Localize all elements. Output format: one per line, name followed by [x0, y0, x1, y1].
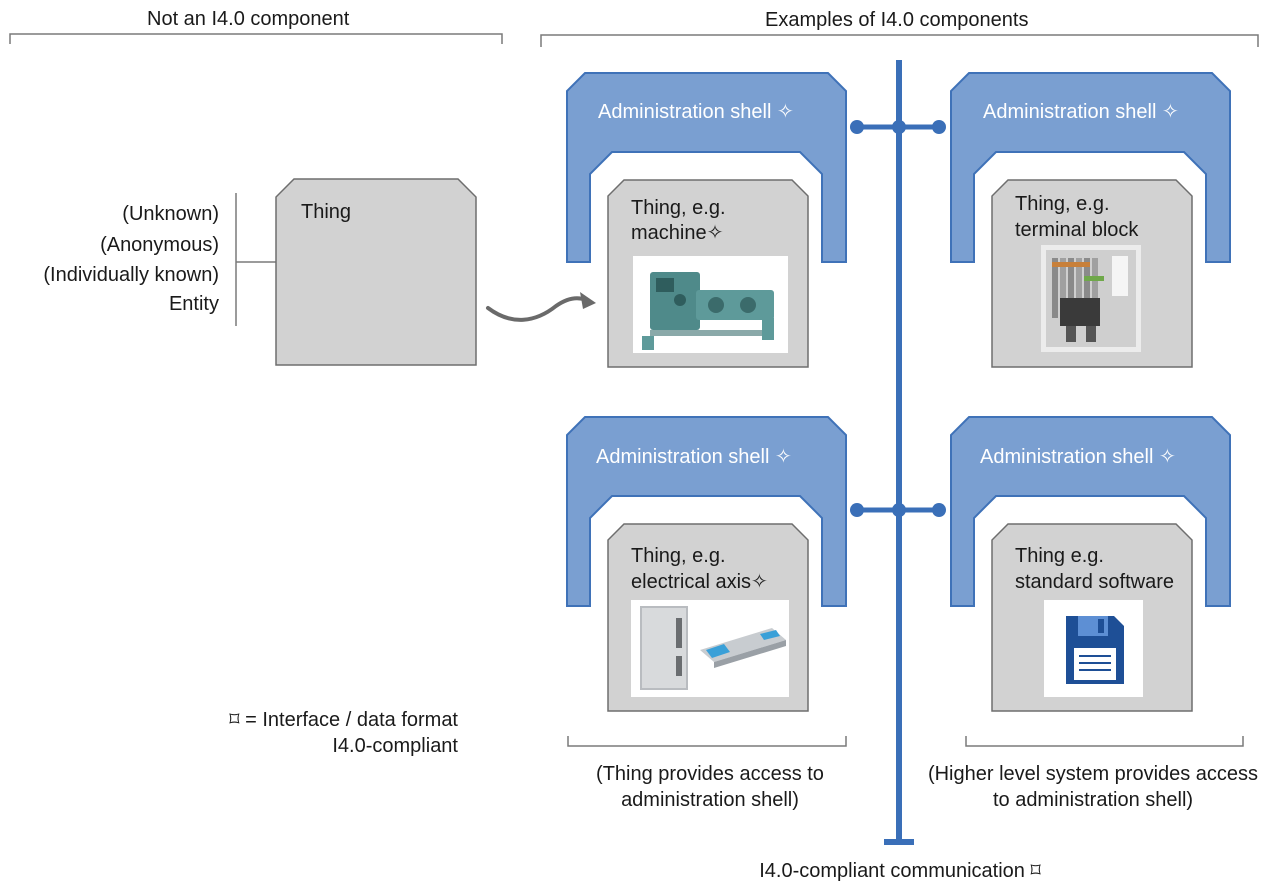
connector-node-bottom-left — [850, 503, 864, 517]
connector-node-bottom-mid — [892, 503, 906, 517]
thing-example-name: terminal block — [1015, 219, 1139, 241]
caption-left-line2: administration shell) — [621, 789, 799, 811]
thing-example-label: Thing e.g. — [1015, 545, 1104, 567]
caption-right-line2: to administration shell) — [992, 789, 1194, 811]
machine-photo — [633, 256, 788, 353]
legend-interface: ⌑ = Interface / data format — [229, 709, 458, 731]
entity-unknown: (Unknown) — [122, 203, 219, 225]
thing-label: Thing — [301, 201, 352, 223]
admin-shell-shape — [950, 72, 1231, 263]
admin-shell-shape — [566, 72, 847, 263]
header-components: Examples of I4.0 components — [765, 9, 1029, 31]
caption-left-line1: (Thing provides access to — [596, 763, 824, 785]
connector-node-top-right — [932, 120, 946, 134]
admin-shell-label: Administration shell ✧ — [598, 101, 794, 123]
connector-node-top-left — [850, 120, 864, 134]
entity-anonymous: (Anonymous) — [100, 234, 219, 256]
bracket-not-component — [9, 33, 503, 44]
caption-bracket-left — [567, 736, 847, 747]
transform-arrow — [486, 296, 588, 322]
thing-example-label: Thing, e.g. — [1015, 193, 1110, 215]
admin-shell-label: Administration shell ✧ — [980, 446, 1176, 468]
thing-box — [275, 178, 477, 366]
header-not-component: Not an I4.0 component — [147, 8, 350, 30]
thing-example-label: Thing, e.g. — [631, 545, 726, 567]
admin-shell-shape — [950, 416, 1231, 607]
connector-node-top-mid — [892, 120, 906, 134]
connector-node-bottom-right — [932, 503, 946, 517]
legend-compliant: I4.0-compliant — [332, 735, 458, 757]
bus-label: I4.0-compliant communication ⌑ — [759, 860, 1041, 882]
terminal-block-photo — [1041, 245, 1141, 352]
entity-label: Entity — [168, 293, 219, 315]
admin-shell-shape — [566, 416, 847, 607]
thing-example-name: electrical axis✧ — [631, 571, 768, 593]
thing-example-label: Thing, e.g. — [631, 197, 726, 219]
thing-example-name: machine✧ — [631, 222, 724, 244]
entity-individually-known: (Individually known) — [43, 264, 219, 286]
arrow-head-icon — [580, 292, 596, 309]
caption-right-line1: (Higher level system provides access — [927, 763, 1259, 785]
caption-bracket-right — [965, 736, 1244, 747]
floppy-disk-icon — [1044, 600, 1143, 697]
electrical-axis-photo — [631, 600, 789, 697]
thing-example-name: standard software — [1015, 571, 1174, 593]
admin-shell-label: Administration shell ✧ — [983, 101, 1179, 123]
admin-shell-label: Administration shell ✧ — [596, 446, 792, 468]
bracket-components — [540, 34, 1259, 47]
